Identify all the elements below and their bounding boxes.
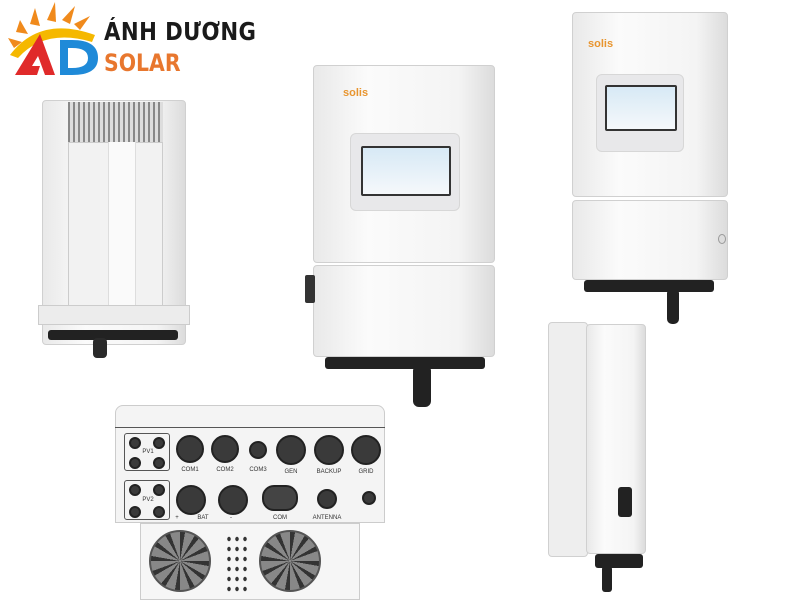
inverter-side-view [540, 322, 652, 594]
plug-port [362, 491, 376, 505]
connector-panel: PV1 PV2 COM1 COM2 COM3 GEN BACKUP GRID +… [110, 405, 390, 600]
gen-port [276, 435, 306, 465]
fan-housing [140, 523, 360, 600]
pv1-label: PV1 [142, 449, 154, 455]
inverter-front-small: solis [572, 12, 728, 324]
wifi-stick [93, 338, 107, 358]
grid-label: GRID [358, 469, 374, 475]
lcd-screen [605, 85, 677, 131]
pv2-group: PV2 [124, 480, 170, 520]
antenna-label: ANTENNA [312, 515, 342, 521]
com1-port [176, 435, 204, 463]
com-port [262, 485, 298, 511]
lcd-screen [361, 146, 451, 196]
gen-label: GEN [284, 469, 298, 475]
logo-mark [8, 2, 98, 75]
brand-logo: ÁNH DƯƠNG SOLAR [0, 0, 256, 80]
heatsink [68, 102, 163, 142]
brand-label: solis [343, 87, 369, 99]
wifi-stick [413, 365, 431, 407]
bat-minus-port [218, 485, 248, 515]
com3-label: COM3 [249, 467, 267, 473]
bat-plus-label: + [175, 515, 179, 521]
fan-icon [149, 530, 211, 592]
pv1-group: PV1 [124, 433, 170, 471]
pv2-label: PV2 [142, 497, 154, 503]
com1-label: COM1 [181, 467, 199, 473]
dc-switch [618, 487, 632, 517]
bat-plus-port [176, 485, 206, 515]
antenna-port [317, 489, 337, 509]
bat-minus-label: - [230, 515, 232, 521]
com3-port [249, 441, 267, 459]
brand-label: solis [588, 38, 614, 50]
inverter-front-large: solis [305, 65, 495, 407]
display-panel [350, 133, 460, 211]
logo-subtitle: SOLAR [104, 49, 181, 77]
bat-label: BAT [197, 515, 209, 521]
inverter-rear-view [38, 100, 190, 358]
com2-port [211, 435, 239, 463]
backup-label: BACKUP [316, 469, 342, 475]
com2-label: COM2 [216, 467, 234, 473]
fan-icon [259, 530, 321, 592]
display-panel [596, 74, 684, 152]
grid-port [351, 435, 381, 465]
backup-port [314, 435, 344, 465]
com-label: COM [273, 515, 287, 521]
logo-title: ÁNH DƯƠNG [104, 17, 257, 46]
